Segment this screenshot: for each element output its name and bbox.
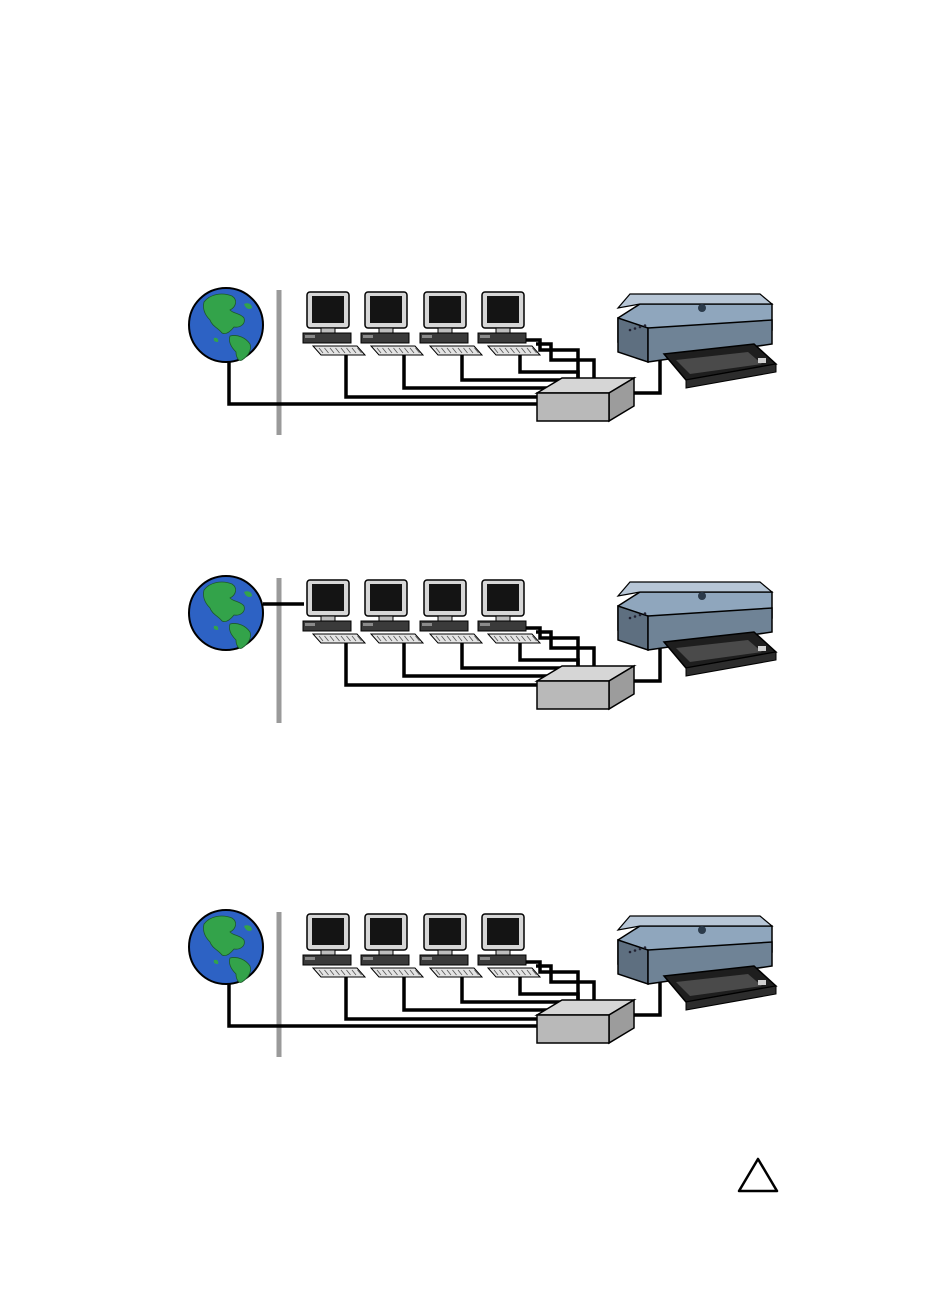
router-icon (537, 378, 634, 421)
network-diagram-3-graphic (0, 902, 937, 1072)
computer-icon-1 (303, 292, 365, 355)
router-icon (537, 666, 634, 709)
network-diagram-2-graphic (0, 568, 937, 738)
computer-icon-1 (303, 580, 365, 643)
globe-icon (189, 576, 263, 650)
globe-icon (189, 288, 263, 362)
router-icon (537, 1000, 634, 1043)
computer-icon-2 (361, 580, 423, 643)
computer-icon-3 (420, 914, 482, 977)
caution-icon (736, 1156, 780, 1194)
computer-icon-2 (361, 292, 423, 355)
printer-icon (618, 916, 776, 1010)
printer-icon (618, 582, 776, 676)
computer-icon-4 (478, 914, 540, 977)
computer-icon-3 (420, 580, 482, 643)
network-diagram-2 (0, 568, 937, 738)
computer-icon-3 (420, 292, 482, 355)
globe-icon (189, 910, 263, 984)
network-diagram-1-graphic (0, 280, 937, 450)
computer-icon-1 (303, 914, 365, 977)
network-diagram-3 (0, 902, 937, 1072)
printer-icon (618, 294, 776, 388)
computer-icon-4 (478, 292, 540, 355)
computer-icon-4 (478, 580, 540, 643)
computer-icon-2 (361, 914, 423, 977)
network-diagram-1 (0, 280, 937, 450)
